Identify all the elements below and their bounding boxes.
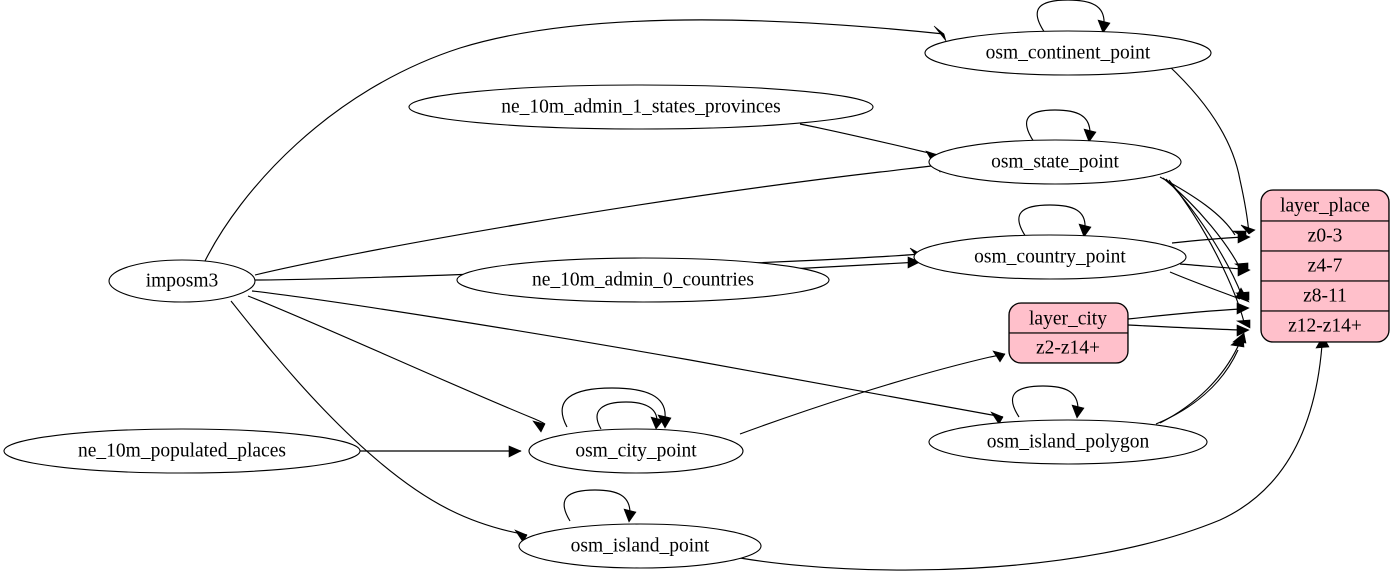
edge-osm_country_point-to-layer_place (1169, 231, 1251, 303)
node-osm_country_point[interactable]: osm_country_point (913, 204, 1187, 280)
edge-ne_places-to-osm_city_point (360, 445, 522, 458)
edge-layer_city-to-layer_place (1127, 302, 1250, 337)
node-label-osm_country_point: osm_country_point (974, 246, 1126, 267)
node-label-osm_continent_point: osm_continent_point (986, 42, 1151, 63)
node-label-osm_island_point: osm_island_point (571, 535, 710, 556)
edge-imposm3-to-osm_island_polygon (251, 290, 1004, 425)
node-osm_island_polygon[interactable]: osm_island_polygon (928, 385, 1208, 465)
layer_city-outline (1008, 302, 1129, 364)
self-loop-osm_state_point (1025, 109, 1091, 143)
edge-ne_countries-to-osm_country_point (789, 256, 921, 270)
self-loop-arrow-osm_island_point (623, 508, 637, 523)
layer_place-outline (1260, 189, 1390, 343)
node-ne_10m_populated_places[interactable]: ne_10m_populated_places (3, 428, 361, 474)
layer_city-row-0-label: z2-z14+ (1036, 337, 1100, 358)
self-loop-osm_island_point (563, 489, 631, 522)
layer_place-row-2-label: z8-11 (1303, 285, 1347, 306)
node-layer_place[interactable]: layer_place z0-3 z4-7 z8-11 z12-z14+ (1260, 189, 1390, 343)
node-osm_continent_point[interactable]: osm_continent_point (924, 0, 1212, 76)
node-label-osm_island_polygon: osm_island_polygon (987, 431, 1150, 452)
layer_place-header-label: layer_place (1280, 195, 1370, 216)
node-imposm3[interactable]: imposm3 (108, 259, 256, 303)
node-label-imposm3: imposm3 (146, 270, 219, 291)
node-layer_city[interactable]: layer_city z2-z14+ (1008, 302, 1129, 364)
self-loop-osm_country_point (1018, 204, 1086, 238)
self-loop-arrow-osm_continent_point (1097, 19, 1111, 34)
layer_place-row-1-cell[interactable] (1261, 250, 1389, 282)
self-loop-arrow-osm_state_point (1083, 128, 1097, 143)
self-loop-outer-osm_city_point (561, 387, 666, 428)
self-loop-osm_island_polygon (1011, 385, 1079, 418)
layer_place-row-3-label: z12-z14+ (1288, 315, 1362, 336)
edge-layer (203, 19, 1330, 571)
layer_place-row-1-label: z4-7 (1308, 255, 1343, 276)
self-loop-inner-arrow-osm_city_point (650, 416, 664, 430)
node-label-ne_10m_populated_places: ne_10m_populated_places (78, 440, 286, 461)
edge-imposm3-to-osm_city_point (247, 295, 546, 433)
node-label-osm_state_point: osm_state_point (991, 151, 1119, 172)
node-osm_city_point[interactable]: osm_city_point (528, 387, 744, 474)
node-ne_10m_admin_0_countries[interactable]: ne_10m_admin_0_countries (456, 257, 830, 303)
layer_place-row-2-cell[interactable] (1261, 280, 1389, 312)
layer_city-header-label: layer_city (1029, 308, 1107, 329)
node-label-osm_city_point: osm_city_point (575, 440, 697, 461)
edge-osm_city_point-to-layer_city (739, 350, 1006, 435)
edge-osm_island_polygon-to-layer_place (1155, 332, 1247, 425)
self-loop-osm_continent_point (1036, 0, 1105, 34)
node-layer: imposm3 ne_10m_admin_1_states_provinces … (3, 0, 1390, 569)
self-loop-arrow-osm_country_point (1078, 223, 1092, 238)
layer_city-row-0-cell[interactable] (1009, 332, 1128, 363)
edge-ne_states-to-osm_state_point (799, 123, 939, 164)
node-ne_10m_admin_1_states_provinces[interactable]: ne_10m_admin_1_states_provinces (408, 84, 874, 130)
node-label-ne_10m_admin_1_states_provinces: ne_10m_admin_1_states_provinces (501, 96, 780, 117)
layer_place-row-0-label: z0-3 (1308, 225, 1343, 246)
node-label-ne_10m_admin_0_countries: ne_10m_admin_0_countries (532, 269, 754, 290)
edge-imposm3-to-osm_continent_point (203, 19, 947, 264)
layer_place-row-3-cell[interactable] (1261, 310, 1389, 342)
edge-osm_continent_point-to-layer_place (1167, 64, 1256, 235)
self-loop-arrow-osm_island_polygon (1071, 404, 1085, 419)
edge-imposm3-to-osm_state_point (254, 158, 942, 276)
node-osm_state_point[interactable]: osm_state_point (928, 109, 1182, 185)
edge-imposm3-to-osm_island_point (230, 300, 528, 543)
node-osm_island_point[interactable]: osm_island_point (518, 489, 762, 569)
self-loop-inner-osm_city_point (596, 401, 658, 430)
